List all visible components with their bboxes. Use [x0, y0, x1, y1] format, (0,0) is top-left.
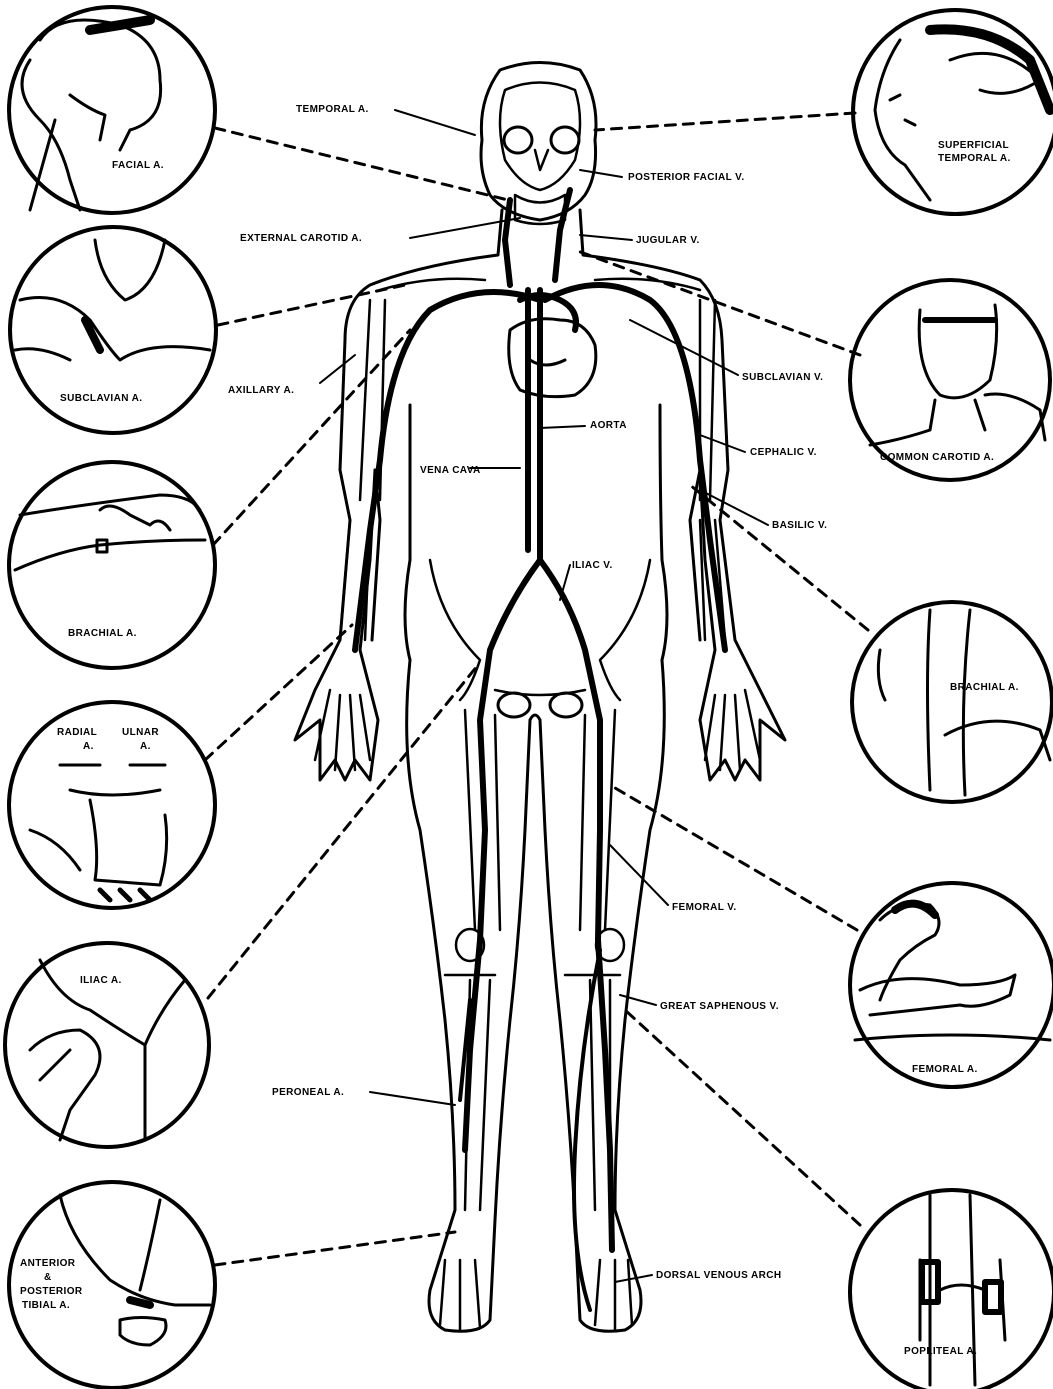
inset-circle-popliteal-a: [850, 1190, 1053, 1389]
inset-label-iliac-a: ILIAC A.: [80, 975, 122, 987]
inset-label-common-carotid-a: COMMON CAROTID A.: [880, 452, 994, 464]
heart: [509, 295, 596, 397]
label-peroneal-a: PERONEAL A.: [272, 1087, 344, 1099]
label-iliac-v: ILIAC V.: [572, 560, 613, 572]
inset-label-brachial-a-right: BRACHIAL A.: [950, 682, 1019, 694]
inset-label-superficial-temporal-a-line2: TEMPORAL A.: [938, 153, 1011, 165]
inset-label-radial: RADIAL: [57, 727, 97, 739]
inset-label-radial-a: A.: [83, 741, 94, 753]
inset-label-tibial-line2: &: [44, 1272, 52, 1284]
inset-label-subclavian-a: SUBCLAVIAN A.: [60, 393, 142, 405]
inset-label-tibial-line3: POSTERIOR: [20, 1286, 83, 1298]
inset-circle-femoral-a: [850, 883, 1053, 1087]
inset-circle-iliac-a: [5, 943, 209, 1147]
inset-circle-common-carotid-a: [850, 280, 1050, 480]
inset-label-tibial-line4: TIBIAL A.: [22, 1300, 70, 1312]
inset-label-superficial-temporal-a-line1: SUPERFICIAL: [938, 140, 1009, 152]
inset-circle-radial-ulnar-a: [9, 702, 215, 908]
inset-circle-tibial-a: [9, 1182, 215, 1388]
inset-label-ulnar-a: A.: [140, 741, 151, 753]
label-basilic-v: BASILIC V.: [772, 520, 827, 532]
inset-label-ulnar: ULNAR: [122, 727, 159, 739]
inset-label-femoral-a: FEMORAL A.: [912, 1064, 978, 1076]
label-aorta: AORTA: [590, 420, 627, 432]
label-femoral-v: FEMORAL V.: [672, 902, 737, 914]
label-temporal-a: TEMPORAL A.: [296, 104, 369, 116]
label-posterior-facial-v: POSTERIOR FACIAL V.: [628, 172, 745, 184]
inset-circle-facial-a: [9, 7, 215, 213]
label-great-saphenous-v: GREAT SAPHENOUS V.: [660, 1001, 779, 1013]
inset-label-popliteal-a: POPLITEAL A.: [904, 1346, 977, 1358]
body-outline: [295, 63, 785, 1332]
label-axillary-a: AXILLARY A.: [228, 385, 294, 397]
inset-circle-brachial-a-right: [852, 602, 1052, 802]
label-cephalic-v: CEPHALIC V.: [750, 447, 817, 459]
label-dorsal-venous-arch: DORSAL VENOUS ARCH: [656, 1270, 782, 1282]
label-vena-cava: VENA CAVA: [420, 465, 481, 477]
label-jugular-v: JUGULAR V.: [636, 235, 700, 247]
label-external-carotid-a: EXTERNAL CAROTID A.: [240, 233, 362, 245]
inset-label-brachial-a-left: BRACHIAL A.: [68, 628, 137, 640]
inset-label-tibial-line1: ANTERIOR: [20, 1258, 75, 1270]
inset-label-facial-a: FACIAL A.: [112, 160, 164, 172]
skeleton: [315, 83, 760, 1331]
label-subclavian-v: SUBCLAVIAN V.: [742, 372, 823, 384]
inset-circle-superficial-temporal-a: [853, 10, 1053, 214]
